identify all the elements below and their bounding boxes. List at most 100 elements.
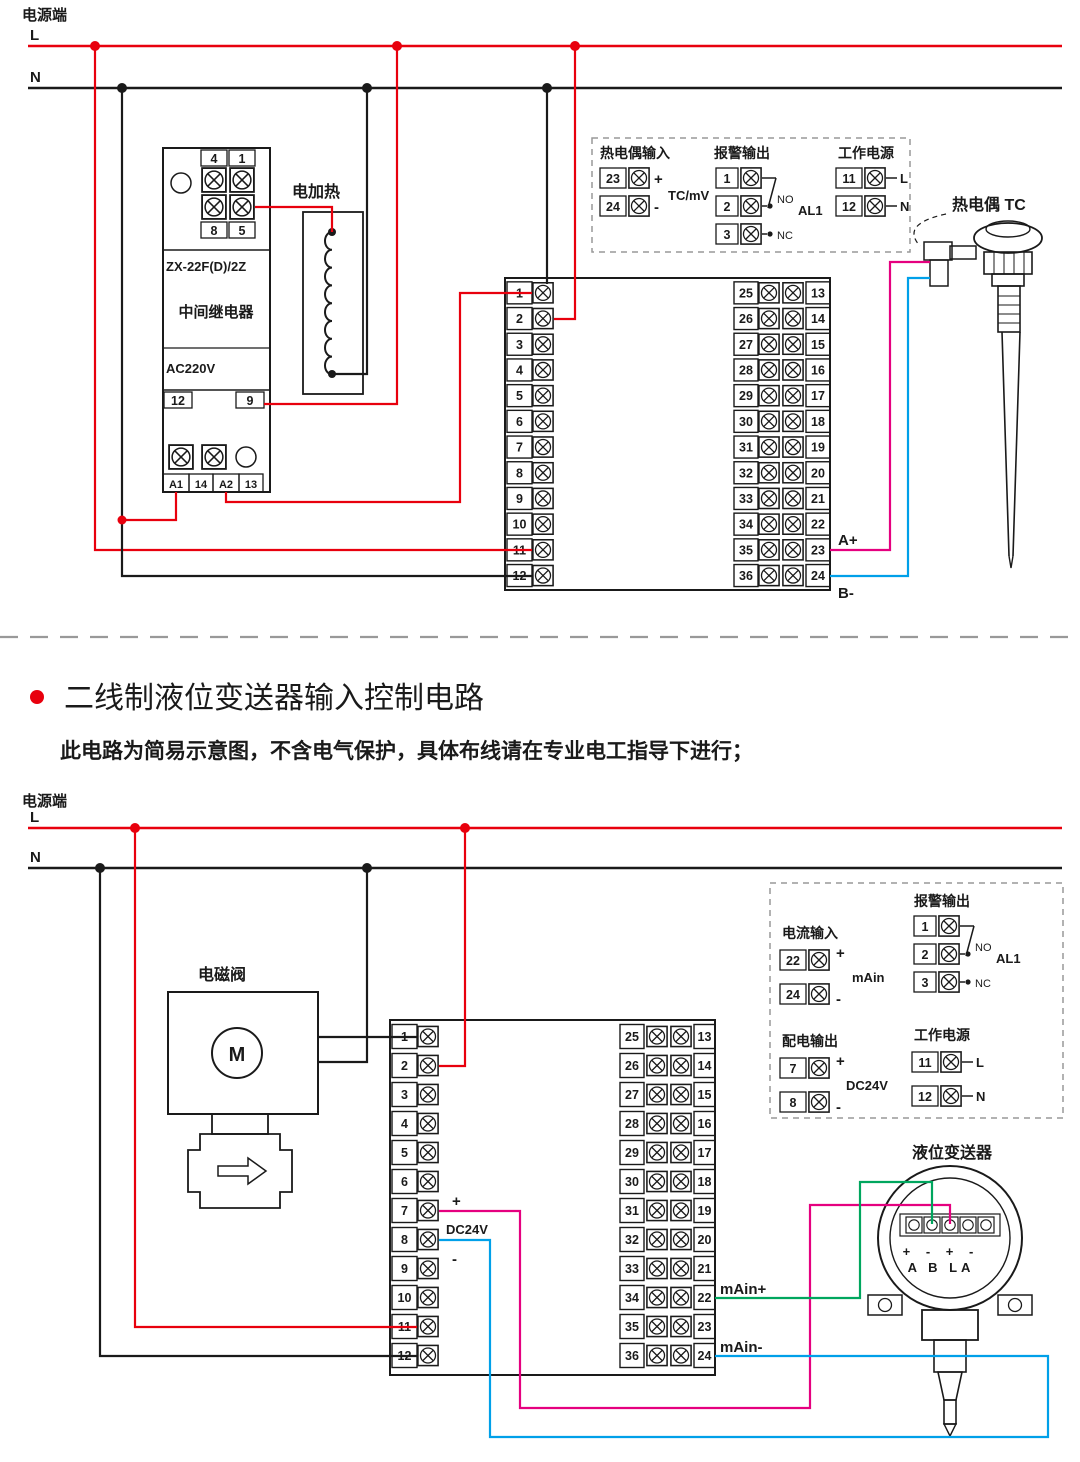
terminal-number: 34 <box>625 1291 639 1305</box>
terminal-number: 19 <box>811 441 825 455</box>
terminal-screw-icon <box>670 1083 692 1106</box>
terminal-number-box <box>391 1081 418 1108</box>
terminal-number-box <box>733 461 759 485</box>
bottom-wires <box>98 828 1050 1439</box>
terminal-number-box <box>506 383 533 408</box>
wire-l-to-terminal-11 <box>133 828 417 1329</box>
terminal-screw-icon <box>740 195 762 217</box>
line-n-label: N <box>30 69 41 86</box>
terminal-screw-icon <box>782 359 804 381</box>
terminal-screw-icon <box>417 1141 439 1164</box>
heater-label: 电加热 <box>292 182 340 201</box>
wire-l-to-terminal-2 <box>554 46 577 321</box>
terminal-screw-icon <box>670 1170 692 1193</box>
terminal-number-box <box>693 1226 716 1253</box>
terminal-screw-icon <box>758 410 780 433</box>
terminal-number: 5 <box>401 1146 408 1160</box>
al1-label: AL1 <box>996 951 1021 966</box>
terminal-number-box <box>733 538 759 562</box>
terminal-number-box <box>733 409 759 434</box>
valve-motor-symbol <box>211 1027 263 1079</box>
wire-l-to-terminal-2 <box>439 828 467 1068</box>
terminal-screw-icon <box>864 195 886 217</box>
terminal-screw-icon <box>417 1286 439 1309</box>
terminal-screw-icon <box>532 384 554 407</box>
terminal-number-box <box>693 1023 716 1050</box>
a-plus-label: A+ <box>838 532 858 549</box>
terminal-number: 3 <box>516 338 523 352</box>
terminal-number-box <box>693 1110 716 1137</box>
terminal-number: 6 <box>516 415 523 429</box>
terminal-screw-icon <box>940 1051 962 1073</box>
terminal-number: 24 <box>811 569 825 583</box>
cur-terminal-22: 22 <box>786 954 800 968</box>
terminal-screw-icon <box>938 971 960 993</box>
dc24v-label: DC24V <box>446 1222 488 1237</box>
dist-output-title: 配电输出 <box>782 1033 838 1049</box>
terminal-number-box <box>733 306 759 331</box>
terminal-screw-icon <box>782 436 804 458</box>
terminal-number-box <box>619 1313 645 1340</box>
wire-l-to-terminal-11 <box>93 46 532 552</box>
alarm-terminal-3: 3 <box>922 976 929 990</box>
section-title: 二线制液位变送器输入控制电路 <box>64 682 484 715</box>
terminal-number: 4 <box>516 363 523 377</box>
no-label: NO <box>975 942 992 954</box>
terminal-screw-icon <box>646 1170 668 1193</box>
solenoid-valve: 电磁阀 M <box>167 965 319 1209</box>
terminal-number: 32 <box>739 466 753 480</box>
info-box-top: 热电偶输入 23 + 24 - TC/mV 报警输出 1 2 3 NO NC A… <box>591 137 911 253</box>
terminal-number: 21 <box>698 1262 712 1276</box>
terminal-number-box <box>805 358 831 382</box>
terminal-number: 26 <box>625 1059 639 1073</box>
tc-cable-gland <box>923 241 953 261</box>
transmitter-neck <box>921 1309 979 1341</box>
al1-label: AL1 <box>798 203 823 218</box>
terminal-screw-icon <box>532 333 554 356</box>
terminal-number: 5 <box>516 389 523 403</box>
terminal-screw-icon <box>168 444 194 470</box>
relay-model: ZX-22F(D)/2Z <box>166 259 246 274</box>
terminal-number: 23 <box>698 1320 712 1334</box>
dc24v-minus: - <box>452 1251 457 1268</box>
terminal-screw-icon <box>758 564 780 587</box>
terminal-number-box <box>733 332 759 356</box>
terminal-number-box <box>693 1313 716 1340</box>
terminal-number-box <box>619 1284 645 1311</box>
terminal-number: 17 <box>811 389 825 403</box>
alarm-output-title: 报警输出 <box>914 893 970 909</box>
terminal-number: 35 <box>739 543 753 557</box>
terminal-screw-icon <box>758 461 780 484</box>
terminal-screw-icon <box>938 915 960 937</box>
top-circuit: 电源端 L N 4 1 8 5 ZX-22F(D)/2Z 中间继电器 AC220… <box>22 6 1062 602</box>
terminal-screw-icon <box>532 436 554 458</box>
terminal-screw-icon <box>628 167 650 189</box>
terminal-number-box <box>693 1255 716 1282</box>
terminal-screw-icon <box>417 1112 439 1135</box>
transmitter-label: 液位变送器 <box>912 1143 993 1162</box>
transmitter-process-connection <box>937 1371 963 1401</box>
transmitter-ear <box>867 1294 903 1316</box>
terminal-number: 24 <box>698 1349 712 1363</box>
terminal-screw-icon <box>782 461 804 484</box>
terminal-number: 14 <box>811 312 825 326</box>
terminal-number-box <box>506 358 533 382</box>
wire-heater-to-n <box>332 88 369 376</box>
nc-label: NC <box>777 230 793 242</box>
tc-cable-gland <box>929 259 949 287</box>
alarm-contact-symbol: NO NC AL1 <box>960 925 1021 990</box>
terminal-screw-icon <box>938 943 960 965</box>
terminal-screw-icon <box>670 1199 692 1222</box>
terminal-screw-icon <box>782 487 804 510</box>
terminal-screw-icon <box>670 1112 692 1135</box>
terminal-number-box <box>733 435 759 459</box>
nc-label: NC <box>975 978 991 990</box>
terminal-number-box <box>693 1197 716 1224</box>
top-wires <box>93 46 930 578</box>
terminal-screw-icon <box>201 194 227 220</box>
terminal-number: 2 <box>516 312 523 326</box>
level-transmitter: 液位变送器 + - + - A B LA <box>867 1143 1033 1438</box>
transmitter-tip <box>942 1423 958 1438</box>
